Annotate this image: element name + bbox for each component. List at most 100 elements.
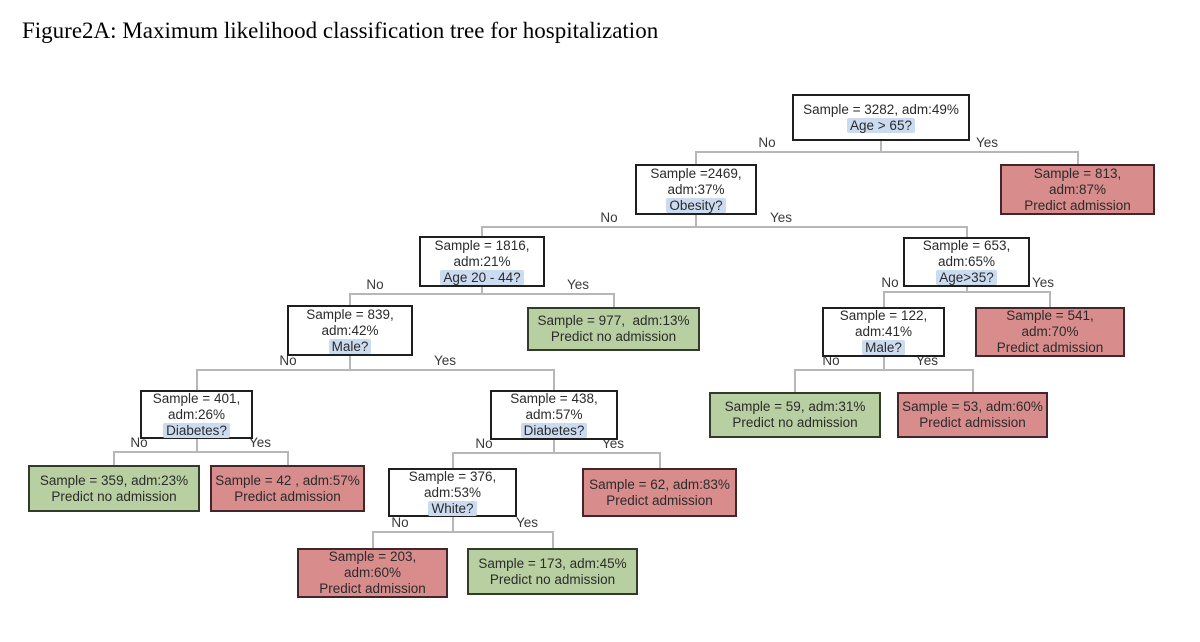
split-question: Obesity? [666, 197, 726, 213]
tree-node-age35: Sample = 653,adm:65%Age>35? [903, 237, 1030, 287]
connector-stem [481, 287, 483, 295]
node-text: Predict admission [919, 415, 1026, 430]
node-text: adm:42% [321, 322, 379, 338]
tree-node-leaf977: Sample = 977, adm:13%Predict no admissio… [527, 307, 700, 351]
node-text: adm:57% [525, 407, 583, 422]
node-text: Sample = 53, adm:60% [902, 399, 1043, 414]
connector-bar [481, 226, 968, 228]
branch-label-no: No [881, 275, 899, 290]
node-text: Sample = 122, [839, 308, 928, 323]
connector-bar [451, 452, 661, 454]
node-text: adm:60% [343, 565, 402, 580]
connector-stem [195, 439, 198, 453]
node-text: Predict admission [319, 581, 426, 596]
tree-node-leaf173: Sample = 173, adm:45%Predict no admissio… [467, 548, 638, 595]
node-text: Sample = 376, [408, 468, 497, 484]
connector-bar [113, 451, 289, 453]
tree-node-leaf813: Sample = 813,adm:87%Predict admission [1000, 164, 1155, 215]
node-text: Sample =2469, [650, 165, 742, 181]
node-text: Predict no admission [489, 571, 616, 587]
connector-bar [371, 531, 554, 533]
connector-stem [349, 356, 351, 371]
node-text: Sample = 62, adm:83% [589, 476, 730, 492]
node-text: Predict no admission [732, 415, 858, 430]
branch-label-yes: Yes [1031, 275, 1055, 290]
tree-node-obesity: Sample =2469,adm:37%Obesity? [635, 164, 757, 215]
node-text: Sample = 541, [1006, 308, 1094, 323]
split-question: Male? [328, 338, 372, 354]
connector-drop-yes [286, 451, 289, 465]
connector-drop-yes [551, 531, 554, 548]
connector-bar [882, 291, 1051, 293]
tree-node-leaf359: Sample = 359, adm:23%Predict no admissio… [28, 465, 200, 512]
connector-bar [349, 293, 615, 295]
connector-stem [965, 287, 968, 293]
connector-drop-yes [971, 369, 974, 392]
connector-drop-no [349, 293, 351, 305]
node-text: Sample = 813, [1033, 165, 1122, 181]
tree-node-age2044: Sample = 1816,adm:21%Age 20 - 44? [419, 236, 545, 287]
tree-node-root: Sample = 3282, adm:49%Age > 65? [792, 94, 970, 141]
connector-drop-no [195, 369, 198, 390]
node-text: Sample = 359, adm:23% [39, 472, 189, 488]
node-text: Sample = 203, [328, 549, 417, 564]
split-question: Male? [862, 340, 905, 355]
node-text: Predict no admission [550, 329, 677, 344]
node-text: Sample = 1816, [434, 237, 530, 253]
tree-node-diab438: Sample = 438,adm:57%Diabetes? [490, 390, 618, 440]
branch-label-no: No [475, 436, 493, 451]
tree-node-leaf42: Sample = 42 , adm:57%Predict admission [210, 465, 365, 512]
connector-drop-no [794, 369, 796, 392]
connector-bar [695, 151, 1079, 153]
node-text: adm:70% [1021, 324, 1079, 339]
connector-stem [882, 357, 885, 371]
tree-node-diab401: Sample = 401,adm:26%Diabetes? [140, 390, 253, 439]
connector-bar [794, 369, 974, 371]
branch-label-yes: Yes [248, 435, 272, 450]
connector-drop-yes [1049, 291, 1051, 307]
node-text: Sample = 42 , adm:57% [215, 472, 360, 488]
connector-bar [195, 369, 555, 371]
node-text: adm:65% [937, 254, 996, 269]
connector-drop-no [113, 451, 115, 465]
connector-drop-no [695, 151, 697, 164]
node-text: Predict admission [234, 488, 341, 504]
node-text: Sample = 401, [152, 390, 241, 406]
connector-stem [695, 215, 697, 228]
node-text: Sample = 977, adm:13% [537, 313, 690, 328]
connector-drop-yes [1076, 151, 1079, 164]
branch-label-yes: Yes [975, 135, 999, 150]
node-text: adm:37% [667, 181, 725, 197]
figure-title: Figure2A: Maximum likelihood classificat… [22, 18, 659, 43]
branch-label-no: No [600, 210, 618, 225]
node-text: Predict admission [606, 492, 713, 508]
connector-drop-yes [553, 369, 555, 390]
tree-node-white376: Sample = 376,adm:53%White? [388, 468, 517, 517]
node-text: adm:87% [1048, 181, 1107, 197]
branch-label-no: No [366, 277, 384, 292]
node-text: adm:41% [854, 324, 913, 339]
node-text: Sample = 59, adm:31% [724, 399, 866, 414]
split-question: Age > 65? [847, 117, 915, 133]
connector-stem [553, 440, 555, 454]
node-text: adm:26% [167, 406, 226, 422]
branch-label-no: No [391, 515, 409, 530]
connector-stem [451, 517, 454, 533]
split-question: Diabetes? [163, 422, 230, 438]
tree-node-leaf53: Sample = 53, adm:60%Predict admission [897, 392, 1048, 438]
node-text: adm:21% [453, 253, 511, 269]
node-text: Sample = 3282, adm:49% [803, 101, 959, 117]
tree-node-leaf62: Sample = 62, adm:83%Predict admission [582, 468, 737, 517]
connector-drop-no [882, 291, 885, 307]
branch-label-yes: Yes [515, 515, 539, 530]
split-question: Age 20 - 44? [440, 269, 524, 285]
tree-node-male839: Sample = 839,adm:42%Male? [287, 305, 413, 356]
connector-drop-no [481, 226, 483, 236]
node-text: Sample = 839, [306, 306, 394, 322]
connector-drop-yes [612, 293, 615, 307]
node-text: Sample = 653, [922, 238, 1011, 253]
branch-label-yes: Yes [433, 353, 457, 368]
tree-node-leaf59: Sample = 59, adm:31%Predict no admission [709, 392, 881, 438]
node-text: Sample = 438, [510, 391, 598, 406]
